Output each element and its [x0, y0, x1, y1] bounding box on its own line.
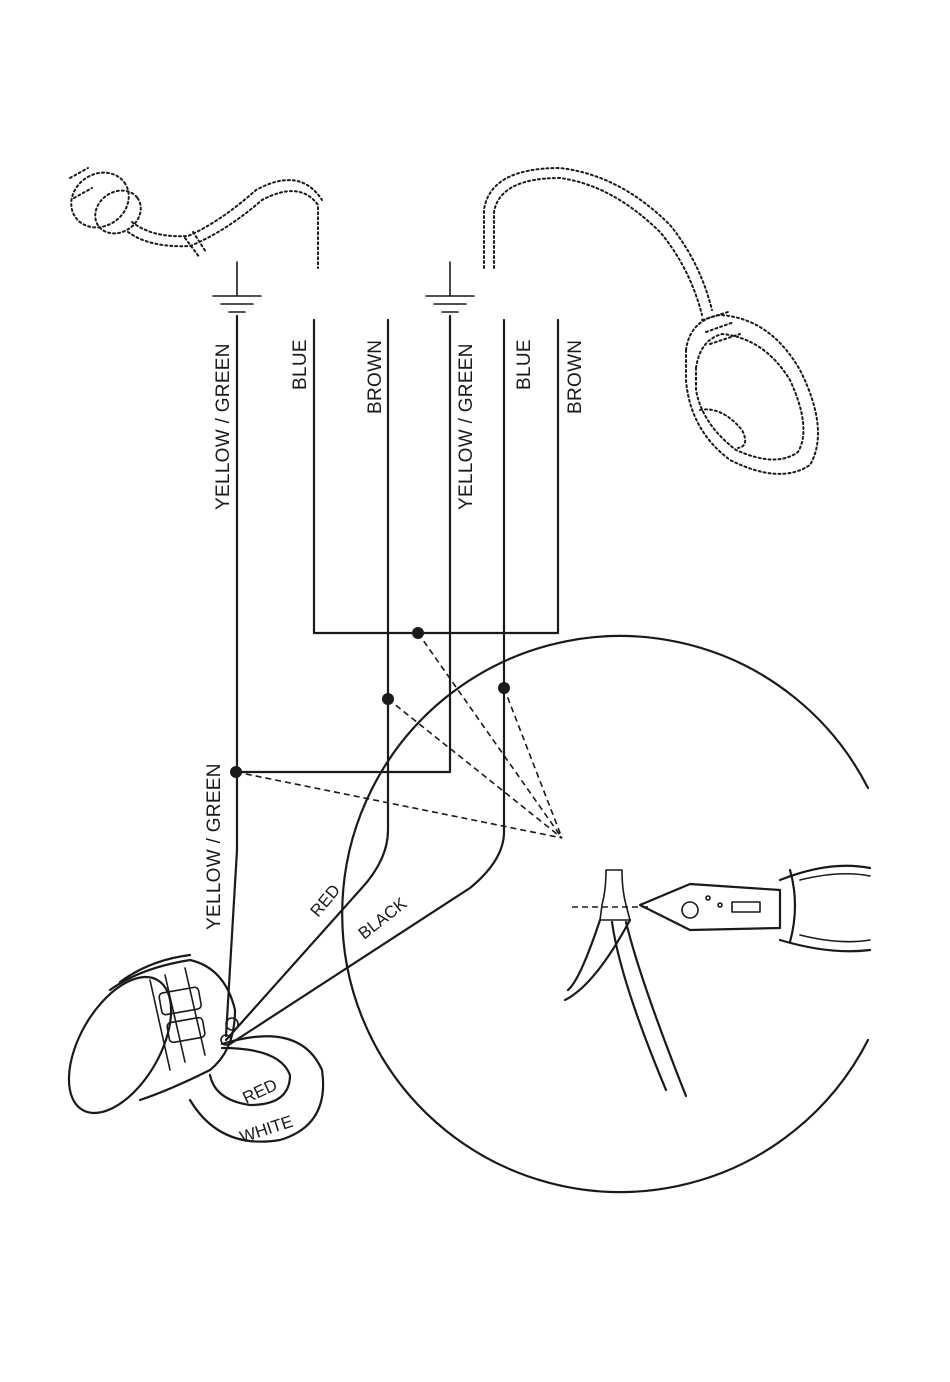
label-lamp-earth: YELLOW / GREEN	[456, 343, 477, 510]
label-plug-neutral: BLUE	[290, 339, 311, 390]
wire-nut-icon	[565, 870, 686, 1096]
lamp-housing-icon	[484, 168, 818, 474]
label-lamp-neutral: BLUE	[514, 339, 535, 390]
label-plug-earth: YELLOW / GREEN	[213, 343, 234, 510]
wire-stripper-icon	[640, 866, 870, 952]
label-plug-live: BROWN	[365, 340, 386, 414]
label-fixture-black: BLACK	[355, 893, 411, 943]
wire-lamp-earth	[237, 316, 450, 772]
label-fixture-earth: YELLOW / GREEN	[204, 763, 225, 930]
label-lamp-live: BROWN	[565, 340, 586, 414]
callout-lines	[236, 633, 562, 838]
ground-symbol-icon	[426, 262, 474, 312]
ground-symbol-icon	[213, 262, 261, 312]
magnifier-circle	[342, 636, 868, 1192]
label-socket-red: RED	[240, 1075, 281, 1107]
plug-icon	[61, 161, 322, 268]
